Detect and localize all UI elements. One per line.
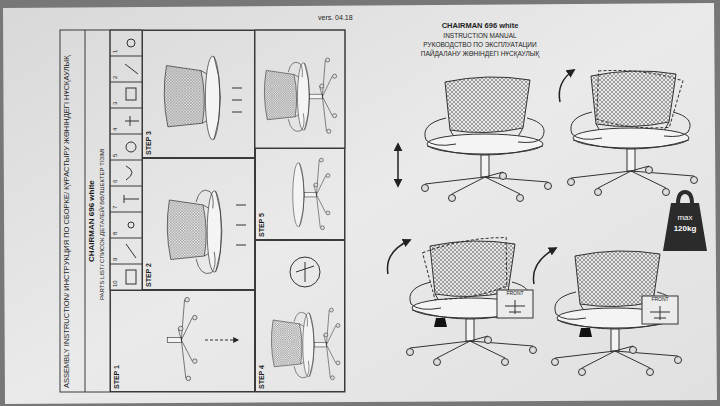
detail-caption: FRONT — [505, 291, 524, 297]
manual-subtitle: РУКОВОДСТВО ПО ЭКСПЛУАТАЦИИ — [423, 41, 536, 48]
part-number: 1 — [112, 50, 119, 53]
chair-illustration — [650, 306, 670, 320]
part-icon — [126, 244, 136, 258]
step-label: STEP 3 — [145, 131, 153, 155]
weight-caption: max — [677, 214, 692, 223]
step-panel: STEP 4 — [255, 240, 345, 392]
assembly-step-drawing — [293, 163, 305, 227]
assembly-step-drawing — [196, 190, 215, 273]
chair-illustration — [397, 144, 399, 186]
step-label: STEP 4 — [258, 365, 266, 389]
sheet-heading: ASSEMBLY INSTRUCTION/ ИНСТРУКЦИЯ ПО СБОР… — [63, 55, 71, 388]
part-icon — [124, 195, 139, 203]
assembly-frame — [255, 30, 345, 148]
part-number: 7 — [112, 206, 119, 209]
manual-subtitle: ПАЙДАЛАНУ ЖӨНІНДЕГІ НҰСҚАУЛЫҚ — [421, 50, 539, 57]
weight-value: 120kg — [674, 225, 697, 234]
chair-illustration — [533, 248, 556, 284]
assembly-frame — [85, 30, 86, 392]
step-panel: STEP 2 — [142, 158, 255, 290]
weight-limit-icon: max 120kg — [662, 190, 708, 252]
assembly-frame — [110, 56, 142, 264]
part-icon — [125, 116, 139, 126]
part-icon — [125, 64, 138, 74]
chair-illustration — [642, 296, 678, 324]
assembly-frame — [60, 30, 345, 392]
assembly-step-drawing — [205, 340, 238, 341]
assembly-step-drawing — [264, 58, 336, 133]
assembly-step-drawing — [293, 158, 330, 230]
weight-handle — [678, 192, 692, 204]
part-number: 2 — [112, 76, 119, 79]
assembly-step-drawing — [296, 262, 314, 282]
version-note: vers. 04.18 — [318, 14, 353, 22]
step-panel: STEP 1 — [110, 290, 255, 392]
part-number: 5 — [112, 154, 119, 157]
assembly-step-drawing — [271, 308, 340, 380]
part-number: 10 — [112, 280, 119, 287]
assembly-step-drawing — [167, 297, 197, 380]
chair-illustration — [497, 290, 533, 318]
assembly-step-drawing — [167, 297, 197, 380]
weight-body — [663, 203, 707, 251]
chair-illustration — [407, 241, 537, 366]
step-label: STEP 1 — [113, 365, 121, 389]
part-icon — [126, 142, 136, 152]
assembly-step-drawing — [290, 257, 320, 287]
assembly-step-drawing — [167, 200, 211, 260]
assembly-step-drawing — [232, 88, 242, 112]
chair-illustration — [434, 318, 447, 327]
part-icon — [128, 222, 134, 228]
assembly-step-drawing — [164, 56, 340, 380]
part-icon — [127, 39, 135, 47]
assembly-frame — [110, 30, 142, 290]
chair-illustration — [422, 77, 552, 202]
assembly-step-drawing — [236, 205, 246, 245]
manual-title: CHAIRMAN 696 white — [442, 22, 519, 30]
assembly-step-drawing — [207, 191, 222, 272]
part-icon — [124, 39, 139, 284]
parts-list-heading: PARTS LIST/ СПИСОК ДЕТАЛЕЙ/ БӨЛШЕКТЕР ТІ… — [99, 148, 106, 300]
manual-subtitle: INSTRUCTION MANUAL — [443, 32, 516, 39]
part-icon — [126, 166, 132, 180]
model-name: CHAIRMAN 696 white — [88, 180, 97, 262]
chair-illustration — [552, 251, 682, 376]
chair-illustration — [559, 70, 574, 102]
step-label: STEP 2 — [145, 263, 153, 287]
assembly-step-drawing — [167, 190, 222, 273]
part-number: 4 — [112, 128, 119, 131]
part-number: 9 — [112, 258, 119, 261]
part-number: 6 — [112, 180, 119, 183]
part-number: 8 — [112, 232, 119, 235]
assembly-step-drawing — [264, 58, 336, 133]
chair-illustration — [579, 328, 592, 337]
chair-illustration — [387, 66, 697, 376]
assembly-frame — [60, 30, 345, 392]
detail-caption: FRONT — [650, 297, 669, 303]
step-label: STEP 5 — [258, 213, 266, 237]
assembly-step-drawing — [205, 56, 220, 140]
chair-illustration — [568, 71, 698, 196]
part-icon — [126, 270, 136, 284]
paper-sheet — [3, 3, 717, 404]
assembly-step-drawing — [164, 66, 209, 127]
assembly-step-drawing — [164, 56, 220, 140]
step-panel: STEP 5 — [255, 148, 345, 240]
assembly-step-drawing — [304, 158, 330, 230]
chair-illustration — [387, 240, 410, 274]
step-panel: STEP 3 — [142, 30, 255, 158]
part-number: 3 — [112, 102, 119, 105]
assembly-step-drawing — [271, 308, 340, 380]
part-icon — [126, 88, 136, 100]
chair-illustration — [591, 66, 683, 133]
chair-illustration — [505, 300, 525, 314]
